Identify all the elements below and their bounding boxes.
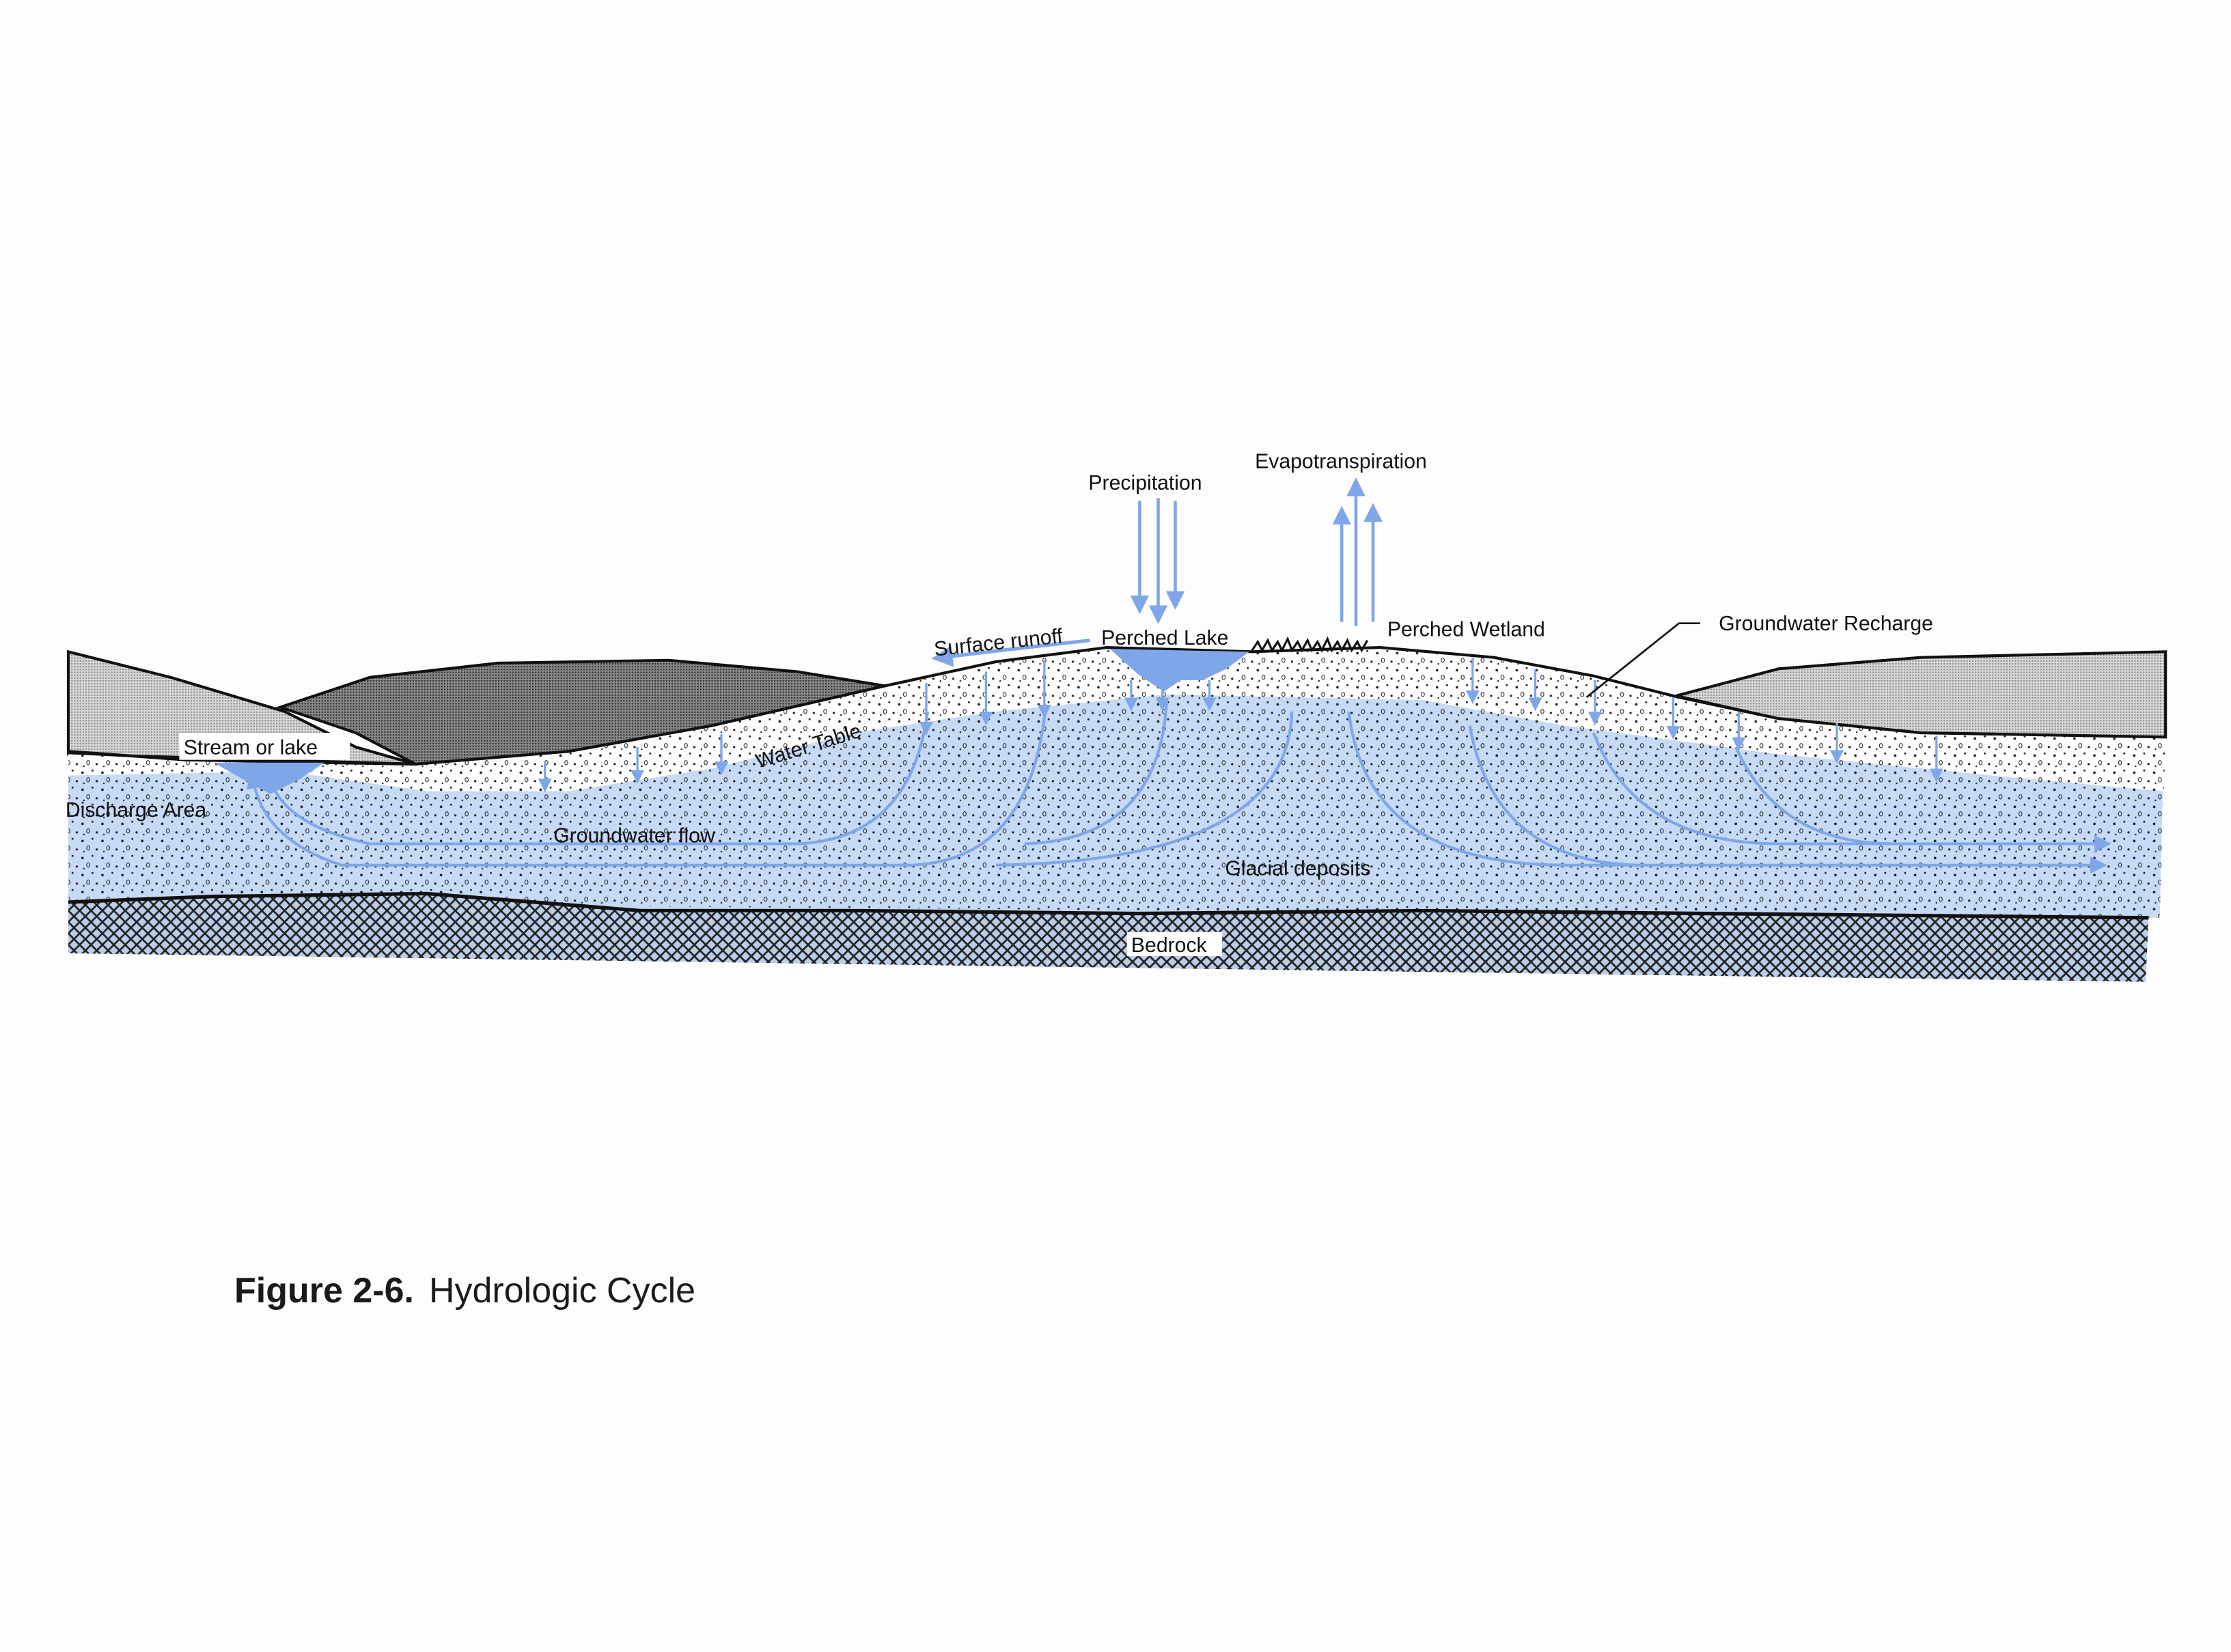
label-stream-or-lake: Stream or lake (184, 736, 318, 759)
precipitation-arrows (1130, 498, 1185, 624)
ground-surface (68, 646, 2166, 766)
perched-lake-water (1109, 649, 1249, 692)
figure-caption: Figure 2-6. Hydrologic Cycle (234, 1270, 695, 1311)
figure-number: Figure 2-6. (234, 1271, 414, 1311)
label-groundwater-recharge: Groundwater Recharge (1719, 613, 1933, 635)
label-perched-wetland: Perched Wetland (1387, 618, 1545, 641)
groundwater-flow-lines (246, 700, 2112, 874)
label-discharge-area: Discharge Area (66, 799, 207, 822)
figure-title: Hydrologic Cycle (428, 1271, 696, 1311)
label-perched-lake: Perched Lake (1101, 627, 1228, 649)
label-evapotranspiration: Evapotranspiration (1255, 451, 1427, 473)
wetland-vegetation (1251, 636, 1369, 653)
groundwater-recharge-leader (1585, 622, 1701, 699)
label-precipitation: Precipitation (1088, 472, 1202, 494)
surface-runoff-arrow (931, 639, 1090, 667)
label-glacial-deposits: Glacial deposits (1225, 857, 1370, 880)
label-bedrock: Bedrock (1131, 934, 1208, 957)
label-groundwater-flow: Groundwater flow (553, 824, 715, 847)
evapotranspiration-arrows (1332, 477, 1383, 626)
